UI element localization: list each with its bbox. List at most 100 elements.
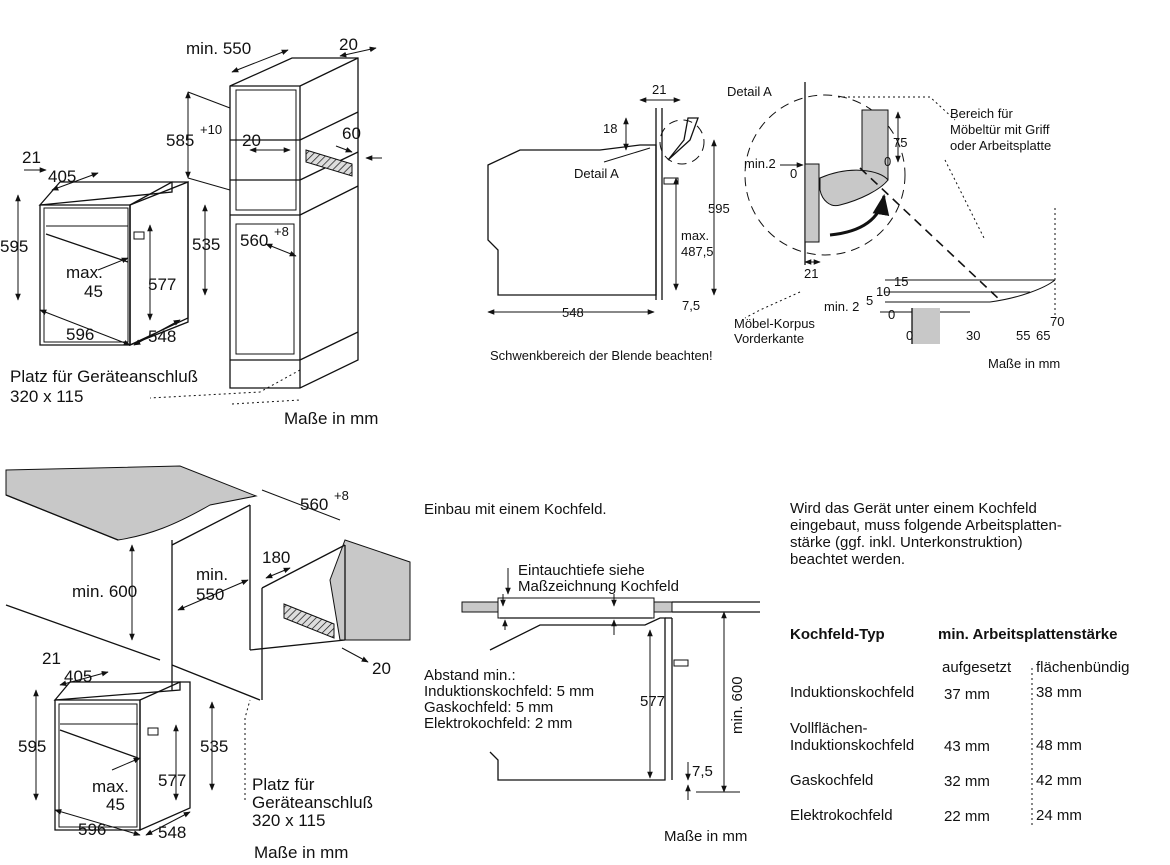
dim-0-detail-b: 0 <box>884 154 891 169</box>
dim-min-600-hob: min. 600 <box>729 676 746 734</box>
dim-60: 60 <box>342 124 361 143</box>
top-right-section-drawing: 21 18 Detail A 595 max. 487,5 548 7,5 Sc… <box>487 82 730 363</box>
bottom-left-oven-drawing: 21 405 595 535 577 max. 45 596 548 Platz… <box>18 649 373 862</box>
dim-595-bottom: 595 <box>18 737 46 756</box>
worktop-thickness-note: Wird das Gerät unter einem Kochfeld eing… <box>790 500 1150 568</box>
table-row-flush: 48 mm <box>1036 737 1082 754</box>
note-line-2: eingebaut, muss folgende Arbeitsplatten- <box>790 517 1062 534</box>
swivel-warning: Schwenkbereich der Blende beachten! <box>490 348 713 363</box>
min-distance-title: Abstand min.: <box>424 667 516 684</box>
table-row-surface: 32 mm <box>944 773 990 790</box>
connection-space-bottom-1: Platz für <box>252 775 315 794</box>
connection-space-bottom-3: 320 x 115 <box>252 811 325 830</box>
dim-550-bottom: 550 <box>196 585 224 604</box>
dim-21-detail: 21 <box>804 266 818 281</box>
dim-180: 180 <box>262 548 290 567</box>
dim-595: 595 <box>0 237 28 256</box>
dim-70: 70 <box>1050 314 1064 329</box>
dim-405: 405 <box>48 167 76 186</box>
dim-max: max. <box>66 263 103 282</box>
table-row-flush: 24 mm <box>1036 807 1082 824</box>
dim-585-tolerance: +10 <box>200 122 222 137</box>
bottom-middle-hob-section: Einbau mit einem Kochfeld. Eintauchtiefe… <box>424 501 760 845</box>
dim-560-bottom: 560 <box>300 495 328 514</box>
dim-20b: 20 <box>242 131 261 150</box>
top-left-oven-drawing: 21 405 595 max. 45 577 535 596 548 <box>0 148 220 347</box>
dim-560-bottom-tolerance: +8 <box>334 488 349 503</box>
units-label-bottom-middle: Maße in mm <box>664 828 747 845</box>
dim-487-5: 487,5 <box>681 244 714 259</box>
dim-min-600: min. 600 <box>72 582 137 601</box>
dim-21: 21 <box>22 148 41 167</box>
dim-596-bottom: 596 <box>78 820 106 839</box>
dim-21-top-right: 21 <box>652 82 666 97</box>
dim-585: 585 <box>166 131 194 150</box>
dim-577: 577 <box>148 275 176 294</box>
table-row-flush: 38 mm <box>1036 684 1082 701</box>
note-line-1: Wird das Gerät unter einem Kochfeld <box>790 500 1037 517</box>
min-distance-induction: Induktionskochfeld: 5 mm <box>424 683 594 700</box>
table-subheader-surface: aufgesetzt <box>942 659 1012 676</box>
units-label-top-right: Maße in mm <box>988 356 1060 371</box>
dim-30: 30 <box>966 328 980 343</box>
dim-0-axis: 0 <box>906 328 913 343</box>
dim-45: 45 <box>84 282 103 301</box>
dim-min-2b: min. 2 <box>824 299 859 314</box>
table-row-surface: 43 mm <box>944 738 990 755</box>
table-row-type-2: Induktionskochfeld <box>790 737 915 754</box>
dim-7-5-section: 7,5 <box>682 298 700 313</box>
dim-548-bottom: 548 <box>158 823 186 842</box>
dim-45-bottom: 45 <box>106 795 125 814</box>
dim-55: 55 <box>1016 328 1030 343</box>
dim-535: 535 <box>192 235 220 254</box>
immersion-depth-label-1: Eintauchtiefe siehe <box>518 562 645 579</box>
table-header-type: Kochfeld-Typ <box>790 626 885 643</box>
dim-5: 5 <box>866 293 873 308</box>
dim-548-section: 548 <box>562 305 584 320</box>
dim-0-detail: 0 <box>790 166 797 181</box>
dim-21-bottom: 21 <box>42 649 61 668</box>
min-distance-electric: Elektrokochfeld: 2 mm <box>424 715 572 732</box>
dim-max-bottom: max. <box>92 777 129 796</box>
dim-20-bottom: 20 <box>372 659 391 678</box>
dim-75: 75 <box>893 135 907 150</box>
table-row-type: Vollflächen- <box>790 720 868 737</box>
connection-space-bottom-2: Geräteanschluß <box>252 793 373 812</box>
carcass-front-label-1: Möbel-Korpus <box>734 316 815 331</box>
note-line-3: stärke (ggf. inkl. Unterkonstruktion) <box>790 534 1023 551</box>
dim-7-5-hob: 7,5 <box>692 763 713 780</box>
table-row-surface: 22 mm <box>944 808 990 825</box>
detail-a-callout: Detail A <box>574 166 619 181</box>
door-area-label-2: Möbeltür mit Griff <box>950 122 1050 137</box>
table-subheader-flush: flächenbündig <box>1036 659 1130 676</box>
table-row-type: Elektrokochfeld <box>790 807 893 824</box>
table-header-min: min. Arbeitsplattenstärke <box>938 626 1118 643</box>
table-row-flush: 42 mm <box>1036 772 1082 789</box>
dim-65: 65 <box>1036 328 1050 343</box>
dim-596: 596 <box>66 325 94 344</box>
dim-0-lower: 0 <box>888 307 895 322</box>
door-area-label-1: Bereich für <box>950 106 1014 121</box>
table-row-surface: 37 mm <box>944 686 990 703</box>
dim-18: 18 <box>603 121 617 136</box>
hob-install-title: Einbau mit einem Kochfeld. <box>424 501 607 518</box>
dim-15: 15 <box>894 274 908 289</box>
immersion-depth-label-2: Maßzeichnung Kochfeld <box>518 578 679 595</box>
dim-560-tolerance: +8 <box>274 224 289 239</box>
connection-space-size: 320 x 115 <box>10 387 83 406</box>
detail-a-drawing: Detail A min.2 0 75 0 21 Bereich für Möb… <box>727 82 1064 371</box>
dim-560: 560 <box>240 231 268 250</box>
dim-10: 10 <box>876 284 890 299</box>
connection-space-label: Platz für Geräteanschluß <box>10 367 198 386</box>
min-distance-gas: Gaskochfeld: 5 mm <box>424 699 553 716</box>
dim-20: 20 <box>339 35 358 54</box>
dim-min-550: min. 550 <box>186 39 251 58</box>
bottom-left-worktop-drawing: 560 +8 min. 600 min. 550 180 20 <box>5 465 411 701</box>
table-row-type: Induktionskochfeld <box>790 684 915 701</box>
table-row-type: Gaskochfeld <box>790 772 874 789</box>
dim-max-section: max. <box>681 228 709 243</box>
dim-595-section: 595 <box>708 201 730 216</box>
dim-min-2: min.2 <box>744 156 776 171</box>
dim-577-hob: 577 <box>640 693 665 710</box>
